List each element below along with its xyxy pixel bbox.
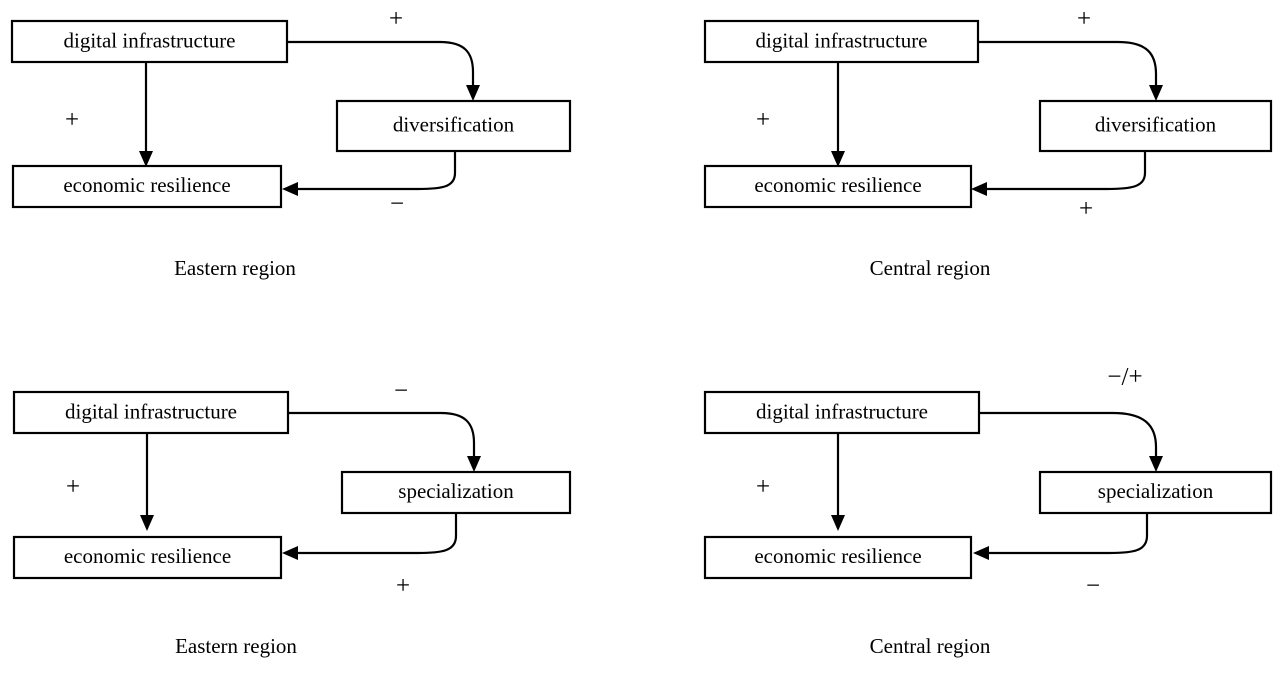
sign-mediator-to-outcome: − [390,191,404,218]
edge-source-to-mediator [289,411,476,463]
sign-direct: + [66,474,80,501]
sign-source-to-mediator: −/+ [1107,364,1142,391]
edge-mediator-to-outcome [981,151,1147,191]
arrowhead-source-to-mediator [1149,456,1163,472]
sign-direct: + [756,107,770,134]
panel-bottom-left: digital infrastructure specialization ec… [0,371,640,674]
node-digital-infrastructure[interactable]: digital infrastructure [703,390,981,435]
arrowhead-source-to-mediator [466,85,480,101]
svg-text:digital infrastructure: digital infrastructure [65,399,237,423]
arrowhead-mediator-to-outcome [971,182,987,196]
panel-caption: Central region [870,256,991,280]
edge-source-to-mediator [978,40,1158,92]
arrowhead-source-to-outcome [139,151,153,167]
node-mediator[interactable]: specialization [340,470,572,515]
arrowhead-source-to-mediator [467,456,481,472]
node-economic-resilience[interactable]: economic resilience [11,164,283,209]
svg-text:diversification: diversification [393,112,515,136]
node-digital-infrastructure[interactable]: digital infrastructure [703,19,980,64]
arrowhead-source-to-mediator [1149,85,1163,101]
edge-mediator-to-outcome [292,151,457,191]
sign-direct: + [65,107,79,134]
edge-mediator-to-outcome [292,513,458,555]
node-mediator[interactable]: specialization [1038,470,1273,515]
arrowhead-source-to-outcome [831,151,845,167]
panel-top-right: digital infrastructure diversification e… [693,0,1285,300]
edge-source-to-mediator [288,40,475,92]
svg-text:economic resilience: economic resilience [754,173,921,197]
svg-text:economic resilience: economic resilience [754,544,921,568]
sign-mediator-to-outcome: + [396,573,410,600]
arrowhead-mediator-to-outcome [973,546,989,560]
panel-bottom-right: digital infrastructure specialization ec… [693,364,1285,674]
edge-source-to-mediator [979,411,1158,463]
panel-caption: Central region [870,634,991,658]
svg-text:diversification: diversification [1095,112,1217,136]
sign-source-to-mediator: − [394,378,408,405]
svg-text:specialization: specialization [398,479,514,503]
panel-top-left: digital infrastructure diversification e… [0,0,640,300]
node-economic-resilience[interactable]: economic resilience [12,535,283,580]
svg-text:digital infrastructure: digital infrastructure [63,28,235,52]
svg-text:economic resilience: economic resilience [63,173,230,197]
node-digital-infrastructure[interactable]: digital infrastructure [12,390,290,435]
svg-text:economic resilience: economic resilience [64,544,231,568]
panel-caption: Eastern region [174,256,296,280]
node-economic-resilience[interactable]: economic resilience [703,535,973,580]
svg-text:digital infrastructure: digital infrastructure [755,28,927,52]
sign-source-to-mediator: + [389,6,403,33]
node-mediator[interactable]: diversification [1038,99,1273,153]
arrowhead-source-to-outcome [831,515,845,531]
sign-mediator-to-outcome: + [1079,196,1093,223]
node-economic-resilience[interactable]: economic resilience [703,164,973,209]
sign-mediator-to-outcome: − [1086,573,1100,600]
arrowhead-mediator-to-outcome [282,546,298,560]
arrowhead-source-to-outcome [140,515,154,531]
node-digital-infrastructure[interactable]: digital infrastructure [10,19,289,64]
panel-caption: Eastern region [175,634,297,658]
arrowhead-mediator-to-outcome [282,182,298,196]
node-mediator[interactable]: diversification [335,99,572,153]
sign-source-to-mediator: + [1077,6,1091,33]
edge-mediator-to-outcome [983,513,1149,555]
sign-direct: + [756,474,770,501]
svg-text:digital infrastructure: digital infrastructure [756,399,928,423]
svg-text:specialization: specialization [1098,479,1214,503]
